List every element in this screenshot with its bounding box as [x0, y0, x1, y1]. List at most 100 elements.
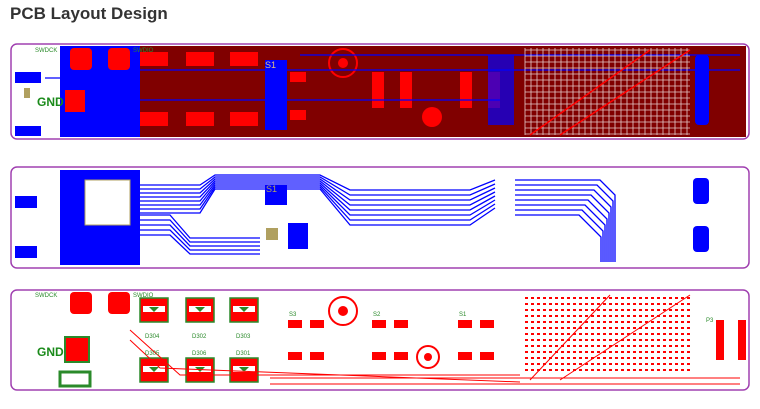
grid-pad	[663, 315, 666, 317]
grid-pad	[591, 327, 594, 329]
grid-pad	[567, 339, 570, 341]
diode-symbol	[239, 367, 249, 372]
grid-pad	[657, 339, 660, 341]
grid-pad	[603, 303, 606, 305]
grid-pad	[657, 327, 660, 329]
grid-pad	[621, 369, 624, 371]
label-d301: D301	[236, 351, 251, 357]
grid-pad	[603, 327, 606, 329]
grid-pad	[669, 333, 672, 335]
grid-pad	[663, 363, 666, 365]
label-d306: D306	[192, 351, 207, 357]
grid-pad	[627, 357, 630, 359]
grid-pad	[597, 357, 600, 359]
grid-pad	[663, 339, 666, 341]
grid-pad	[651, 351, 654, 353]
grid-pad	[585, 357, 588, 359]
grid-pad	[603, 351, 606, 353]
grid-pad	[585, 369, 588, 371]
grid-pad	[669, 297, 672, 299]
grid-pad	[663, 357, 666, 359]
grid-pad	[549, 327, 552, 329]
grid-pad	[639, 357, 642, 359]
grid-pad	[573, 315, 576, 317]
grid-pad	[549, 309, 552, 311]
grid-pad	[567, 297, 570, 299]
grid-pad	[609, 345, 612, 347]
grid-pad	[579, 339, 582, 341]
grid-pad	[675, 297, 678, 299]
grid-pad	[531, 321, 534, 323]
bottom-trace	[515, 179, 616, 262]
grid-pad	[555, 357, 558, 359]
grid-pad	[567, 309, 570, 311]
grid-pad	[585, 333, 588, 335]
grid-pad	[555, 297, 558, 299]
grid-pad	[549, 345, 552, 347]
grid-pad	[639, 363, 642, 365]
grid-pad	[543, 315, 546, 317]
grid-pad	[645, 315, 648, 317]
grid-pad	[639, 339, 642, 341]
grid-pad	[687, 327, 690, 329]
grid-pad	[543, 327, 546, 329]
bottom-trace	[515, 189, 612, 262]
grid-pad	[555, 333, 558, 335]
grid-pad	[603, 321, 606, 323]
grid-pad	[651, 321, 654, 323]
grid-pad	[633, 357, 636, 359]
bottom-trace	[515, 214, 602, 262]
grid-pad	[633, 333, 636, 335]
grid-pad	[651, 309, 654, 311]
grid-pad	[669, 327, 672, 329]
label-swdck: SWDCK	[35, 48, 57, 54]
grid-pad	[687, 321, 690, 323]
grid-pad	[663, 309, 666, 311]
grid-pad	[597, 369, 600, 371]
grid-pad	[675, 327, 678, 329]
grid-pad	[657, 363, 660, 365]
grid-pad	[675, 339, 678, 341]
grid-pad	[585, 345, 588, 347]
bottom-trace	[135, 184, 496, 216]
grid-pad	[627, 351, 630, 353]
grid-pad	[549, 303, 552, 305]
grid-pad	[603, 297, 606, 299]
grid-pad	[591, 297, 594, 299]
grid-pad	[543, 339, 546, 341]
grid-pad	[525, 351, 528, 353]
grid-pad	[615, 351, 618, 353]
grid-pad	[675, 369, 678, 371]
grid-pad	[651, 363, 654, 365]
grid-pad	[615, 303, 618, 305]
bottom-trace	[135, 176, 496, 196]
grid-pad	[603, 333, 606, 335]
grid-pad	[561, 357, 564, 359]
grid-pad	[681, 369, 684, 371]
grid-pad	[561, 333, 564, 335]
grid-pad	[621, 345, 624, 347]
grid-pad	[639, 303, 642, 305]
grid-pad	[645, 309, 648, 311]
grid-pad	[567, 333, 570, 335]
grid-pad	[537, 351, 540, 353]
grid-pad	[597, 315, 600, 317]
grid-pad	[531, 333, 534, 335]
bottom-trace	[135, 234, 260, 255]
bottom-trace	[135, 186, 496, 221]
grid-pad	[573, 363, 576, 365]
grid-pad	[537, 315, 540, 317]
grid-pad	[591, 351, 594, 353]
grid-pad	[627, 345, 630, 347]
grid-pad	[645, 369, 648, 371]
grid-pad	[525, 369, 528, 371]
grid-pad	[585, 351, 588, 353]
label-s2: S2	[373, 312, 381, 318]
grid-pad	[579, 369, 582, 371]
bottom-trace	[515, 204, 606, 262]
grid-pad	[621, 297, 624, 299]
grid-pad	[681, 357, 684, 359]
grid-pad	[579, 351, 582, 353]
grid-pad	[621, 351, 624, 353]
